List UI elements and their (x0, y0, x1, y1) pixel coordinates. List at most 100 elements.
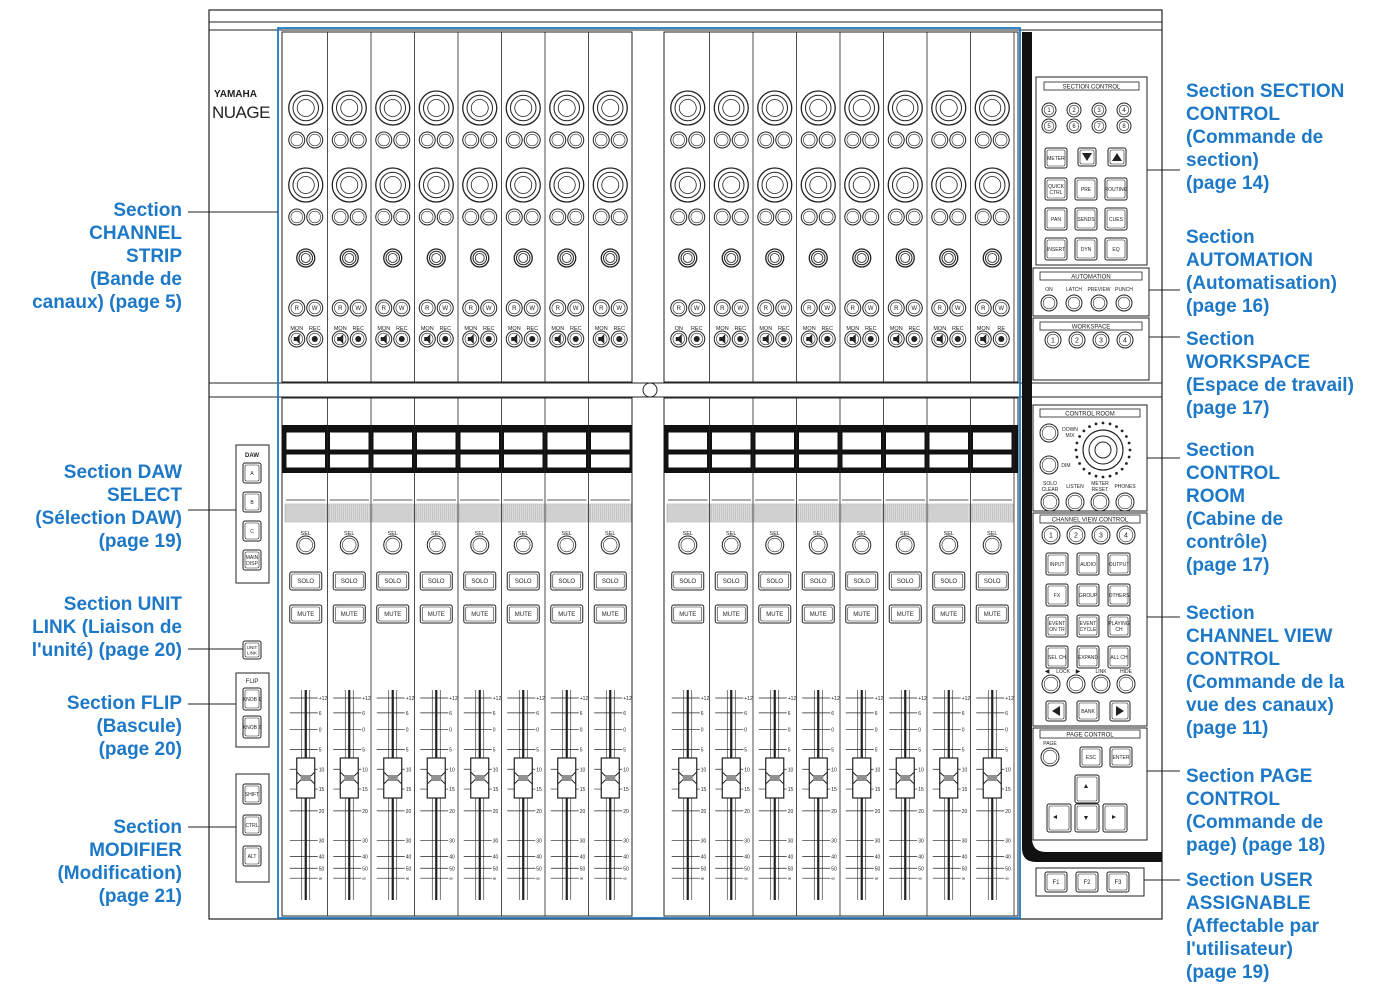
knob-select-button[interactable] (462, 208, 480, 226)
knob-select-button[interactable] (992, 208, 1010, 226)
encoder-knob[interactable] (887, 167, 923, 203)
knob-select-button[interactable] (505, 208, 523, 226)
read-button[interactable]: R (931, 299, 949, 317)
record-button[interactable] (992, 330, 1010, 348)
modifier-button[interactable]: SHIFT (242, 783, 262, 805)
small-knob[interactable] (513, 248, 533, 268)
fader-knob[interactable] (808, 757, 828, 799)
monitor-button[interactable] (844, 330, 862, 348)
knob-select-button[interactable] (288, 208, 306, 226)
section-number-button[interactable]: 8 (1116, 118, 1132, 134)
workspace-button[interactable]: 1 (1044, 331, 1062, 349)
automation-button[interactable] (1065, 294, 1083, 312)
meter-button[interactable]: METER (1044, 147, 1068, 169)
automation-button[interactable] (1090, 294, 1108, 312)
encoder-knob[interactable] (462, 90, 498, 126)
knob-select-button[interactable] (549, 208, 567, 226)
fader-knob[interactable] (982, 757, 1002, 799)
encoder-knob[interactable] (844, 90, 880, 126)
section-control-button[interactable]: CUES (1104, 207, 1128, 231)
read-button[interactable]: R (974, 299, 992, 317)
mute-button[interactable]: MUTE (419, 604, 453, 624)
function-key-button[interactable]: F2 (1075, 871, 1099, 893)
write-button[interactable]: W (731, 299, 749, 317)
record-button[interactable] (775, 330, 793, 348)
solo-button[interactable]: SOLO (332, 571, 366, 591)
fader-knob[interactable] (470, 757, 490, 799)
encoder-knob[interactable] (331, 167, 367, 203)
knob-select-button[interactable] (992, 131, 1010, 149)
read-button[interactable]: R (288, 299, 306, 317)
write-button[interactable]: W (567, 299, 585, 317)
fader-knob[interactable] (600, 757, 620, 799)
read-button[interactable]: R (418, 299, 436, 317)
monitor-button[interactable] (670, 330, 688, 348)
sel-button[interactable] (852, 535, 872, 555)
monitor-button[interactable] (931, 330, 949, 348)
knob-select-button[interactable] (974, 208, 992, 226)
workspace-button[interactable]: 4 (1116, 331, 1134, 349)
fader-knob[interactable] (296, 757, 316, 799)
read-button[interactable]: R (887, 299, 905, 317)
knob-select-button[interactable] (775, 208, 793, 226)
modifier-button[interactable]: CTRL (242, 814, 262, 836)
knob-select-button[interactable] (288, 131, 306, 149)
knob-select-button[interactable] (549, 131, 567, 149)
knob-select-button[interactable] (887, 208, 905, 226)
section-control-button[interactable]: PRE (1074, 177, 1098, 201)
solo-button[interactable]: SOLO (463, 571, 497, 591)
knob-select-button[interactable] (974, 131, 992, 149)
knob-select-button[interactable] (887, 131, 905, 149)
knob-select-button[interactable] (775, 131, 793, 149)
fader-knob[interactable] (678, 757, 698, 799)
monitor-button[interactable] (331, 330, 349, 348)
write-button[interactable]: W (905, 299, 923, 317)
section-number-button[interactable]: 3 (1091, 102, 1107, 118)
small-knob[interactable] (895, 248, 915, 268)
automation-button[interactable] (1115, 294, 1133, 312)
fader-knob[interactable] (426, 757, 446, 799)
sel-button[interactable] (765, 535, 785, 555)
encoder-knob[interactable] (331, 90, 367, 126)
read-button[interactable]: R (844, 299, 862, 317)
sel-button[interactable] (296, 535, 316, 555)
knob-select-button[interactable] (393, 131, 411, 149)
flip-button[interactable]: KNOB 1 (242, 687, 262, 711)
channel-view-button[interactable]: SEL CH (1045, 645, 1069, 669)
channel-view-lock-button[interactable] (1091, 674, 1111, 694)
monitor-button[interactable] (418, 330, 436, 348)
dim-button[interactable] (1039, 455, 1059, 475)
record-button[interactable] (480, 330, 498, 348)
small-knob[interactable] (296, 248, 316, 268)
knob-select-button[interactable] (731, 131, 749, 149)
write-button[interactable]: W (949, 299, 967, 317)
channel-view-button[interactable]: GROUP (1076, 583, 1100, 607)
control-room-button[interactable] (1065, 492, 1085, 512)
solo-button[interactable]: SOLO (550, 571, 584, 591)
section-control-button[interactable]: DYN (1074, 237, 1098, 261)
read-button[interactable]: R (505, 299, 523, 317)
section-number-button[interactable]: 4 (1116, 102, 1132, 118)
read-button[interactable]: R (713, 299, 731, 317)
knob-select-button[interactable] (949, 131, 967, 149)
monitor-button[interactable] (288, 330, 306, 348)
mute-button[interactable]: MUTE (376, 604, 410, 624)
monitor-button[interactable] (800, 330, 818, 348)
read-button[interactable]: R (331, 299, 349, 317)
encoder-knob[interactable] (800, 167, 836, 203)
page-button[interactable] (1040, 747, 1060, 767)
page-right-button[interactable] (1102, 803, 1128, 833)
channel-view-button[interactable]: OTHERS (1107, 583, 1131, 607)
small-knob[interactable] (339, 248, 359, 268)
record-button[interactable] (862, 330, 880, 348)
sel-button[interactable] (426, 535, 446, 555)
knob-select-button[interactable] (306, 131, 324, 149)
encoder-knob[interactable] (974, 167, 1010, 203)
daw-button[interactable]: C (242, 520, 262, 542)
solo-button[interactable]: SOLO (845, 571, 879, 591)
record-button[interactable] (393, 330, 411, 348)
sel-button[interactable] (600, 535, 620, 555)
knob-select-button[interactable] (480, 208, 498, 226)
